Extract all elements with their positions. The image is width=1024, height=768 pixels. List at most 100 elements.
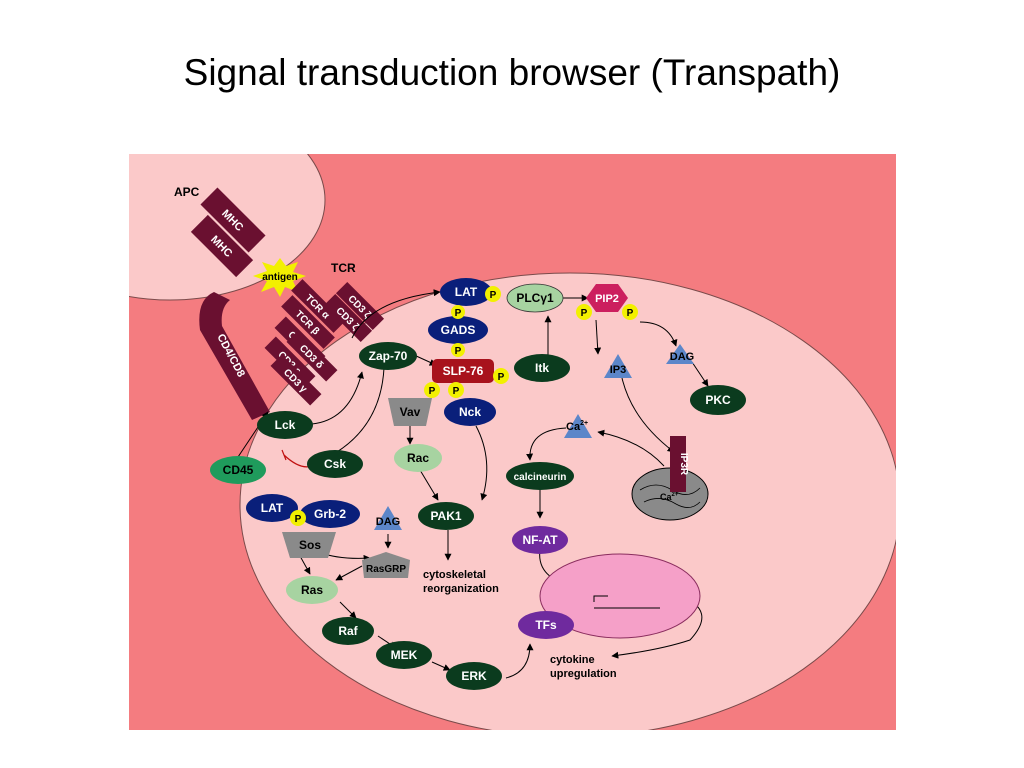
arrow-tcr-lat — [351, 289, 441, 339]
arrow-ca-calcineurin — [526, 427, 567, 461]
svg-text:Lck: Lck — [275, 418, 296, 432]
svg-text:P: P — [627, 308, 634, 319]
svg-text:P: P — [295, 514, 302, 525]
raf-node: Raf — [322, 617, 374, 645]
arrow-ip3-ip3r — [621, 377, 675, 453]
svg-text:P: P — [498, 372, 505, 383]
svg-text:Csk: Csk — [324, 457, 346, 471]
svg-text:Sos: Sos — [299, 538, 321, 552]
nfat-node: NF-AT — [512, 526, 568, 554]
svg-text:MEK: MEK — [391, 648, 418, 662]
arrow-pip2-dag — [639, 321, 678, 347]
svg-text:SLP-76: SLP-76 — [443, 364, 484, 378]
svg-text:PLCγ1: PLCγ1 — [516, 291, 554, 305]
arrow-lck-zap — [311, 371, 364, 425]
tfs-node: TFs — [518, 611, 574, 639]
svg-text:P: P — [455, 308, 462, 319]
svg-text:Rac: Rac — [407, 451, 429, 465]
svg-text:NF-AT: NF-AT — [522, 533, 558, 547]
svg-text:IP3: IP3 — [610, 364, 627, 376]
svg-text:Raf: Raf — [338, 624, 358, 638]
svg-text:P: P — [429, 386, 436, 397]
p-pip2-left: P — [576, 304, 592, 320]
er-ca-label: Ca2+ — [660, 492, 679, 502]
svg-text:TFs: TFs — [535, 618, 557, 632]
svg-text:P: P — [490, 290, 497, 301]
erk-node: ERK — [446, 662, 502, 690]
svg-text:PIP2: PIP2 — [595, 293, 619, 305]
svg-text:calcineurin: calcineurin — [514, 472, 567, 483]
calcineurin-node: calcineurin — [506, 462, 574, 490]
svg-text:P: P — [453, 386, 460, 397]
ip3r-label: IP3R — [678, 453, 689, 476]
ip3-node: IP3 — [604, 354, 632, 378]
svg-text:Grb-2: Grb-2 — [314, 507, 346, 521]
svg-text:LAT: LAT — [261, 501, 284, 515]
tcr-label: TCR — [331, 261, 356, 275]
itk-node: Itk — [514, 354, 570, 382]
arrow-nck-pak1 — [475, 425, 488, 501]
p-lat-gads: P — [451, 305, 465, 319]
rasgrp-node: RasGRP — [362, 552, 410, 578]
apc-label: APC — [174, 185, 200, 199]
pip2-node: PIP2 — [586, 284, 628, 312]
gads-node: GADS — [428, 316, 488, 344]
p-pip2-right: P — [622, 304, 638, 320]
nucleus — [539, 553, 701, 639]
cd4cd8-coreceptor — [199, 292, 270, 420]
cd45-node: CD45 — [210, 456, 266, 484]
slide-title: Signal transduction browser (Transpath) — [183, 52, 841, 93]
svg-text:PKC: PKC — [705, 393, 731, 407]
arrow-dag-pkc — [691, 361, 709, 387]
svg-text:ERK: ERK — [461, 669, 487, 683]
tcr-cd3-complex: TCR α TCR β CD3 ζ CD3 ζ CD3 ε CD3 δ CD3 … — [264, 279, 385, 406]
svg-text:DAG: DAG — [376, 516, 400, 528]
pkc-node: PKC — [690, 385, 746, 415]
lat-bottom-node: LAT — [246, 494, 298, 522]
sos-node: Sos — [282, 532, 336, 558]
svg-text:P: P — [455, 346, 462, 357]
svg-text:Nck: Nck — [459, 405, 481, 419]
p-slp-right: P — [493, 368, 509, 384]
p-lat-top: P — [485, 286, 501, 302]
svg-text:Ras: Ras — [301, 583, 323, 597]
antigen-label: antigen — [262, 272, 298, 283]
p-lat-bottom: P — [290, 510, 306, 526]
arrow-mek-erk — [431, 661, 451, 671]
dag-top-node: DAG — [666, 344, 694, 364]
gene-promoter — [593, 595, 660, 609]
svg-text:Vav: Vav — [400, 405, 421, 419]
svg-text:LAT: LAT — [455, 285, 478, 299]
p-slp-mid: P — [448, 382, 464, 398]
reorganization-label: reorganization — [423, 583, 499, 595]
arrow-rac-pak1 — [419, 469, 439, 501]
grb2-node: Grb-2 — [300, 500, 360, 528]
ip3r-channel — [670, 436, 686, 492]
arrow-rasgrp-ras — [335, 565, 363, 581]
svg-text:P: P — [581, 308, 588, 319]
csk-node: Csk — [307, 450, 363, 478]
p-gads-slp: P — [451, 343, 465, 357]
arrow-erk-tfs — [505, 643, 534, 679]
pak1-node: PAK1 — [418, 502, 474, 530]
mek-node: MEK — [376, 641, 432, 669]
vav-node: Vav — [388, 398, 432, 426]
cytoskeletal-label: cytoskeletal — [423, 569, 486, 581]
zap70-node: Zap-70 — [359, 342, 417, 370]
arrow-ras-raf — [339, 601, 357, 619]
arrow-er-ca — [597, 429, 665, 467]
svg-text:DAG: DAG — [670, 351, 694, 363]
ca-node: Ca2+ — [564, 414, 592, 438]
lck-node: Lck — [257, 411, 313, 439]
svg-text:Zap-70: Zap-70 — [369, 349, 408, 363]
rac-node: Rac — [394, 444, 442, 472]
lat-top-node: LAT — [440, 278, 492, 306]
nck-node: Nck — [444, 398, 496, 426]
phospho-markers: P P P P P P P P P — [290, 286, 638, 526]
svg-text:RasGRP: RasGRP — [366, 564, 406, 575]
arrow-sos-ras — [299, 555, 311, 575]
upregulation-label: upregulation — [550, 668, 617, 680]
ras-node: Ras — [286, 576, 338, 604]
cytokine-label: cytokine — [550, 654, 595, 666]
